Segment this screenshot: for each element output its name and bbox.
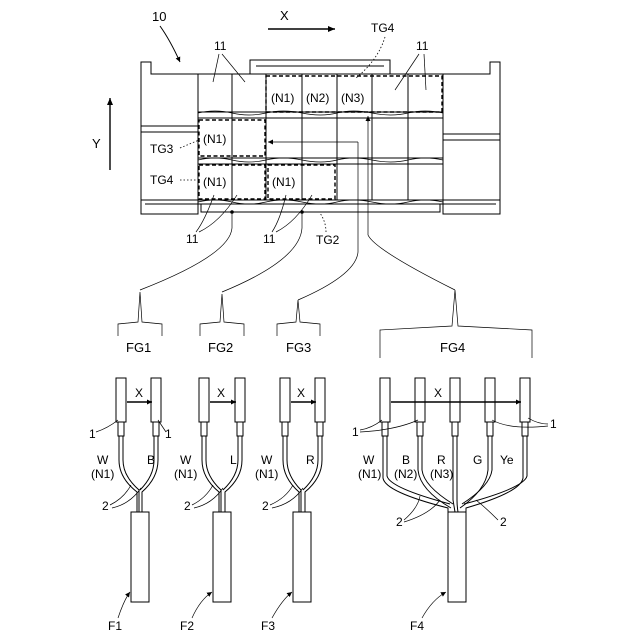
f4-wire-ref-left: 2	[396, 515, 403, 529]
cavity-ref-bottom-left: 11	[186, 232, 199, 246]
f3-terminal-left	[280, 378, 290, 422]
f4-wire-n2: (N2)	[394, 467, 417, 481]
f4-terminal-ref-left: 1	[352, 425, 359, 439]
route-fg2	[222, 228, 302, 292]
f2-wire-color-l: L	[230, 453, 237, 467]
f4-wire-color-b: B	[402, 453, 410, 467]
f2-cable-label: F2	[180, 619, 194, 633]
harness-f4: X 1 1 W (N1) B (N2) R (N3) G Ye 2 2	[352, 378, 557, 633]
f1-wire-ref: 2	[102, 499, 109, 513]
f1-cable-sheath	[131, 512, 149, 602]
route-fg4	[368, 235, 455, 290]
harness-f1: X 1 1 W (N1) B 2 F1	[89, 378, 172, 633]
harness-f3: X W (N1) R 2 F3	[255, 378, 325, 633]
y-axis-label: Y	[92, 136, 101, 151]
f4-wire-ref-right: 2	[500, 515, 507, 529]
f1-terminal-ref-right: 1	[165, 427, 172, 441]
f3-wire-ref: 2	[262, 499, 269, 513]
f3-wire-n1: (N1)	[255, 467, 278, 481]
brace-fg1	[118, 292, 162, 336]
f2-terminal-right	[235, 378, 245, 422]
f4-wire-n1: (N1)	[358, 467, 381, 481]
f2-wire-ref: 2	[184, 499, 191, 513]
group-label-tg4-top: TG4	[371, 21, 395, 35]
f3-wire-color-r: R	[306, 453, 315, 467]
f3-cable-label: F3	[261, 619, 275, 633]
f4-wire-color-ye: Ye	[500, 453, 514, 467]
f4-terminal-4	[485, 378, 495, 422]
connector-housing: 10 X Y	[92, 8, 500, 300]
f2-x-label: X	[217, 386, 225, 400]
f2-wire-n1: (N1)	[174, 467, 197, 481]
f1-terminal-right	[151, 378, 161, 422]
lock-frame	[250, 60, 390, 74]
f4-wire-color-g: G	[473, 453, 482, 467]
group-label-tg3: TG3	[150, 142, 174, 156]
f1-wire-n1: (N1)	[91, 467, 114, 481]
function-group-braces: FG1 FG2 FG3 FG4	[118, 290, 532, 358]
f1-terminal-left	[116, 378, 126, 422]
left-end-block	[141, 62, 198, 214]
fg2-label: FG2	[208, 340, 233, 355]
cavity-ref-top-right: 11	[416, 39, 429, 53]
f4-cable-sheath	[448, 512, 466, 602]
route-fg3	[298, 252, 358, 300]
f3-wire-color-w: W	[261, 453, 273, 467]
harness-f2: X W (N1) L 2 F2	[174, 378, 245, 633]
f3-terminal-right	[315, 378, 325, 422]
f1-wire-color-w: W	[97, 453, 109, 467]
brace-fg2	[200, 294, 244, 336]
connector-base	[201, 204, 440, 212]
connector-ref-leader	[160, 26, 180, 62]
f2-cable-sheath	[213, 512, 231, 602]
cavity-label-n1-tg4: (N1)	[203, 175, 226, 189]
f1-terminal-ref-left: 1	[89, 427, 96, 441]
f4-x-label: X	[434, 386, 442, 400]
x-axis-label: X	[280, 8, 289, 23]
f4-terminal-5	[520, 378, 530, 422]
fg4-label: FG4	[440, 340, 465, 355]
group-label-tg2: TG2	[316, 233, 340, 247]
cavity-label-n1-tg2: (N1)	[272, 175, 295, 189]
f4-wire-color-w: W	[363, 453, 375, 467]
f4-terminal-1	[380, 378, 390, 422]
connector-ref-label: 10	[152, 9, 166, 24]
f1-cable-label: F1	[108, 619, 122, 633]
fg3-label: FG3	[286, 340, 311, 355]
f1-x-label: X	[135, 386, 143, 400]
cavity-ref-top-left: 11	[214, 39, 227, 53]
f4-terminal-2	[415, 378, 425, 422]
cavity-label-n3-top: (N3)	[341, 91, 364, 105]
f4-wire-n3: (N3)	[430, 467, 453, 481]
cavity-label-n1-tg3: (N1)	[203, 132, 226, 146]
f2-terminal-left	[199, 378, 209, 422]
f2-wire-color-w: W	[180, 453, 192, 467]
right-end-block	[443, 62, 500, 214]
f1-wire-color-b: B	[147, 453, 155, 467]
group-label-tg4-left: TG4	[150, 173, 174, 187]
f3-cable-sheath	[293, 512, 311, 602]
f4-cable-label: F4	[410, 619, 424, 633]
cavity-label-n2-top: (N2)	[306, 91, 329, 105]
f4-terminal-ref-right: 1	[550, 417, 557, 431]
f3-x-label: X	[297, 386, 305, 400]
brace-fg3	[277, 300, 320, 336]
f4-wire-color-r: R	[437, 453, 446, 467]
cavity-ref-bottom-mid: 11	[263, 232, 276, 246]
cavity-label-n1-top: (N1)	[271, 91, 294, 105]
f4-terminal-3	[450, 378, 460, 422]
fg1-label: FG1	[126, 340, 151, 355]
